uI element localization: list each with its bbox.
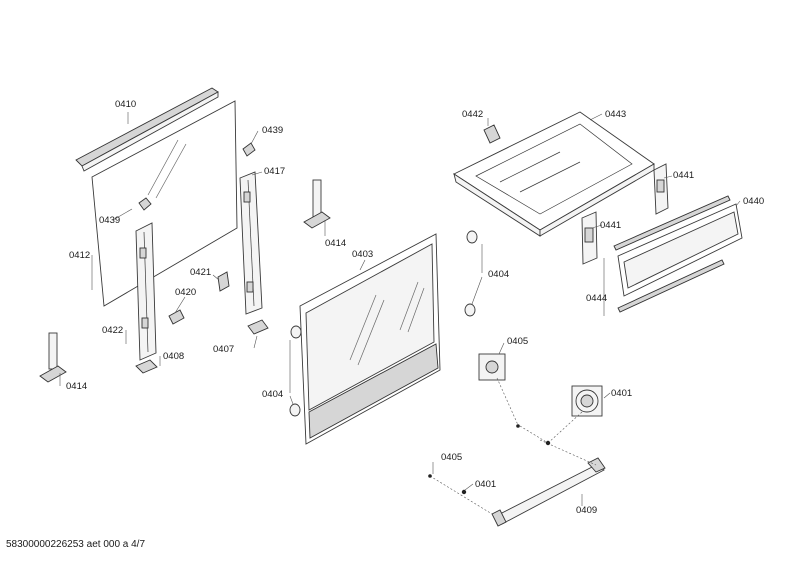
part-0412-glass-panel [91, 100, 238, 307]
part-0441-bracket-upper [653, 163, 669, 215]
dashed-assembly-lines [429, 377, 597, 515]
callout-0414-left: 0414 [66, 381, 87, 392]
part-0404-bumper-3 [466, 230, 478, 244]
callout-0440: 0440 [743, 196, 764, 207]
part-0439-clip-left [138, 197, 152, 211]
callout-0403: 0403 [352, 249, 373, 260]
callout-0441-upper: 0441 [673, 170, 694, 181]
drawing-reference-footer: 58300000226253 aet 000 a 4/7 [6, 539, 146, 550]
callout-0414-right: 0414 [325, 238, 346, 249]
callout-0401-lower: 0401 [475, 479, 496, 490]
callout-0422: 0422 [102, 325, 123, 336]
part-0409-door-handle [491, 457, 606, 527]
callout-0442: 0442 [462, 109, 483, 120]
part-0408-foot [135, 359, 158, 374]
part-0444-seal-lower [617, 259, 725, 313]
part-0417-right-rail [239, 171, 263, 315]
part-0421-block [217, 271, 230, 292]
callout-0441-lower: 0441 [600, 220, 621, 231]
part-0444-seal-upper [613, 195, 731, 251]
part-0443-drip-tray [453, 111, 655, 237]
part-0404-bumper-2 [289, 403, 301, 417]
callout-0443: 0443 [605, 109, 626, 120]
callout-0401-upper: 0401 [611, 388, 632, 399]
part-0404-bumper-4 [464, 303, 476, 317]
callout-0407: 0407 [213, 344, 234, 355]
part-0403-oven-door [299, 233, 441, 445]
fastener-dot-0405a [516, 424, 520, 428]
callout-0408: 0408 [163, 351, 184, 362]
callout-0404-right: 0404 [488, 269, 509, 280]
part-0440-glass-panel [617, 203, 743, 297]
part-0441-bracket-lower [581, 211, 598, 265]
fastener-dot-0401b [461, 489, 467, 495]
part-0414-hinge-left [39, 332, 67, 383]
part-0405-knob-base [478, 353, 506, 381]
fastener-dot-0405b [428, 474, 432, 478]
part-0401-knob [571, 385, 603, 417]
callout-0439-lower: 0439 [99, 215, 120, 226]
callout-0409: 0409 [576, 505, 597, 516]
fastener-dot-0401a [545, 440, 551, 446]
part-0410-top-trim [75, 87, 219, 172]
leader-lines [59, 112, 741, 506]
part-0420-block [168, 309, 185, 325]
callout-0405-lower: 0405 [441, 452, 462, 463]
part-0414-hinge-right [303, 179, 331, 229]
part-0442-clip [483, 124, 501, 144]
part-0404-bumper-1 [290, 325, 302, 339]
part-0439-clip-right [242, 142, 256, 157]
callout-0439-upper: 0439 [262, 125, 283, 136]
callout-0412: 0412 [69, 250, 90, 261]
callout-0410: 0410 [115, 99, 136, 110]
callout-0444: 0444 [586, 293, 607, 304]
part-0407-foot [247, 319, 269, 335]
callout-0417: 0417 [264, 166, 285, 177]
callout-0405-upper: 0405 [507, 336, 528, 347]
part-0422-left-rail [135, 222, 157, 361]
callout-0420: 0420 [175, 287, 196, 298]
callout-0421: 0421 [190, 267, 211, 278]
callout-0404-left: 0404 [262, 389, 283, 400]
